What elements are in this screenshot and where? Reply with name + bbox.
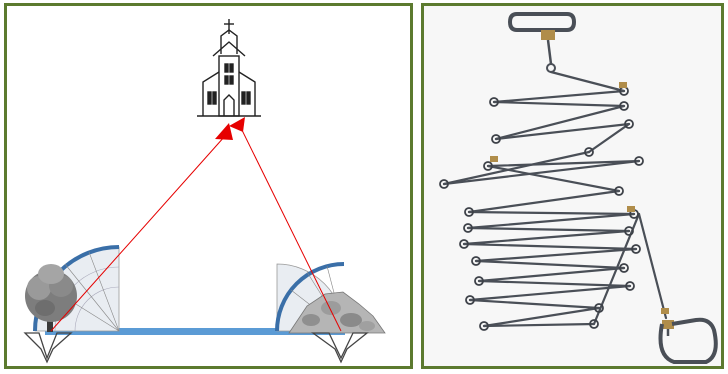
chain-link-loops [439, 86, 644, 331]
triangulation-diagram [23, 19, 386, 364]
surveyor-chain-icon [439, 12, 718, 364]
right-survey-marker-icon [311, 332, 369, 364]
church-icon [197, 19, 261, 117]
surveyor-chain-photo-panel [421, 3, 724, 369]
right-sight-line [238, 123, 342, 332]
left-survey-marker-icon [23, 332, 73, 364]
tree-icon [25, 264, 77, 332]
chain-links [442, 70, 668, 328]
baseline [45, 328, 345, 335]
right-sight-arrowhead [229, 117, 245, 132]
left-sight-line [50, 135, 226, 332]
brass-tally-tags [490, 82, 669, 314]
rock-pile-icon [288, 291, 386, 334]
surveyor-chain-image [424, 6, 721, 366]
triangulation-diagram-panel [4, 3, 413, 369]
left-sight-arrowhead [215, 123, 233, 140]
